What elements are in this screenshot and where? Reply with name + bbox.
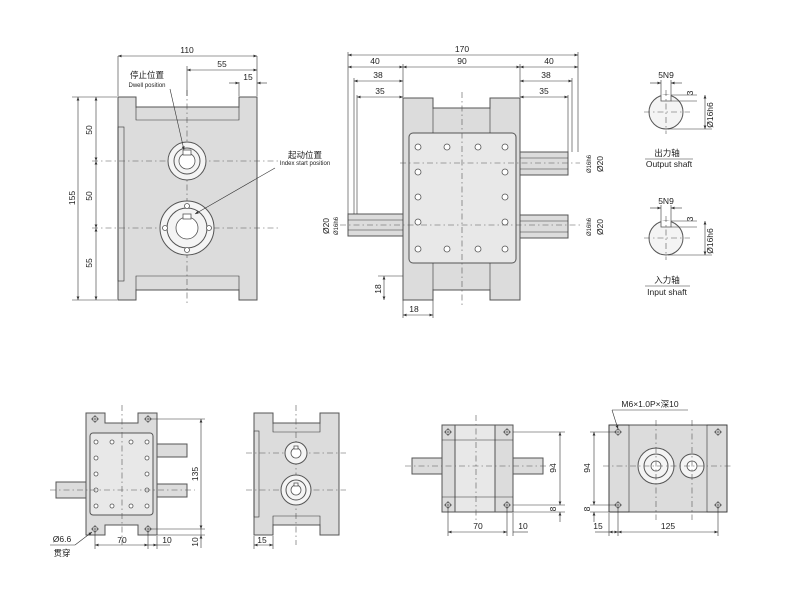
dim-170: 170 (455, 44, 469, 54)
dim-70: 70 (117, 535, 127, 545)
input-shaft-detail: 5N9 3 Ø16h6 入力轴 Input shaft (644, 196, 715, 297)
input-shaft-label-en: Input shaft (647, 287, 687, 297)
output-bottom-dia-tol: Ø16h6 (587, 217, 593, 236)
plate-holes (414, 143, 509, 253)
input-dia: Ø20 (321, 218, 331, 234)
top-middle-view: 170 40 90 40 38 38 35 35 Ø16h6 Ø20 Ø16h6… (321, 44, 605, 318)
dim-70: 70 (473, 521, 483, 531)
dim-35-right: 35 (539, 86, 549, 96)
plate-holes (93, 439, 150, 509)
output-top-dia: Ø20 (595, 156, 605, 172)
input-key-5n9: 5N9 (658, 196, 674, 206)
foot-height-18: 18 (373, 284, 383, 294)
side-flange (117, 126, 125, 282)
bottom-view-2: 15 (246, 405, 346, 549)
input-key-depth: 3 (685, 216, 695, 221)
input-shaft-label-cn: 入力轴 (654, 275, 680, 286)
input-hub (159, 200, 215, 256)
dim-50-mid: 50 (84, 191, 94, 201)
dim-15: 15 (243, 72, 253, 82)
index-start-label-cn: 起动位置 (288, 150, 323, 161)
housing-body (253, 412, 340, 536)
dim-40-right: 40 (544, 56, 554, 66)
dim-10-v: 10 (190, 537, 200, 547)
output-key-depth: 3 (685, 90, 695, 95)
dwell-position-label-en: Dwell position (128, 83, 165, 89)
output-shaft-detail: 5N9 3 Ø16h6 出力轴 Output shaft (644, 70, 715, 169)
output-shaft-bottom (519, 214, 569, 239)
dim-15: 15 (593, 521, 603, 531)
input-dia-tol: Ø16h6 (334, 216, 340, 235)
top-left-view: 110 55 15 155 50 50 55 停止位置 Dwell positi… (67, 45, 330, 305)
input-dia-16h6: Ø16h6 (705, 228, 715, 254)
output-key-5n9: 5N9 (658, 70, 674, 80)
bottom-view-1: 135 10 70 10 Ø6.6 贯穿 (50, 405, 205, 559)
dim-55-bottom: 55 (84, 258, 94, 268)
dim-50-top: 50 (84, 125, 94, 135)
dim-94: 94 (582, 463, 592, 473)
index-start-label-en: Index start position (280, 161, 330, 167)
through-hole-note: 贯穿 (53, 548, 70, 559)
bottom-view-3: 94 8 70 10 (405, 415, 565, 536)
output-bottom-dia: Ø20 (595, 219, 605, 235)
dim-125: 125 (661, 521, 675, 531)
housing-body (117, 96, 258, 301)
dim-38-right: 38 (541, 70, 551, 80)
thread-note: M6×1.0P×深10 (621, 399, 678, 409)
hole-dia-6-6: Ø6.6 (53, 534, 72, 544)
output-shaft-label-cn: 出力轴 (654, 148, 680, 159)
output-hub (167, 141, 207, 181)
dim-94: 94 (548, 463, 558, 473)
dim-135: 135 (190, 467, 200, 481)
dim-55: 55 (217, 59, 227, 69)
foot-width-18: 18 (409, 304, 419, 314)
dim-40-left: 40 (370, 56, 380, 66)
dim-35-left: 35 (375, 86, 385, 96)
dim-90: 90 (457, 56, 467, 66)
output-top-dia-tol: Ø16h6 (587, 154, 593, 173)
bottom-view-4: M6×1.0P×深10 94 8 15 125 (582, 399, 733, 536)
output-hub (284, 441, 308, 465)
dim-110: 110 (180, 45, 194, 55)
dim-8: 8 (582, 506, 592, 511)
input-hub (280, 474, 312, 506)
dim-38-left: 38 (373, 70, 383, 80)
dim-10: 10 (518, 521, 528, 531)
output-shaft-top (519, 151, 569, 176)
input-shaft (347, 213, 404, 237)
face-plate (408, 132, 517, 264)
output-shaft-label-en: Output shaft (646, 159, 693, 169)
dim-8: 8 (548, 506, 558, 511)
dwell-position-label-cn: 停止位置 (130, 70, 165, 81)
dim-155: 155 (67, 191, 77, 205)
output-dia-16h6: Ø16h6 (705, 102, 715, 128)
dim-10-h: 10 (162, 535, 172, 545)
dim-15: 15 (257, 535, 267, 545)
